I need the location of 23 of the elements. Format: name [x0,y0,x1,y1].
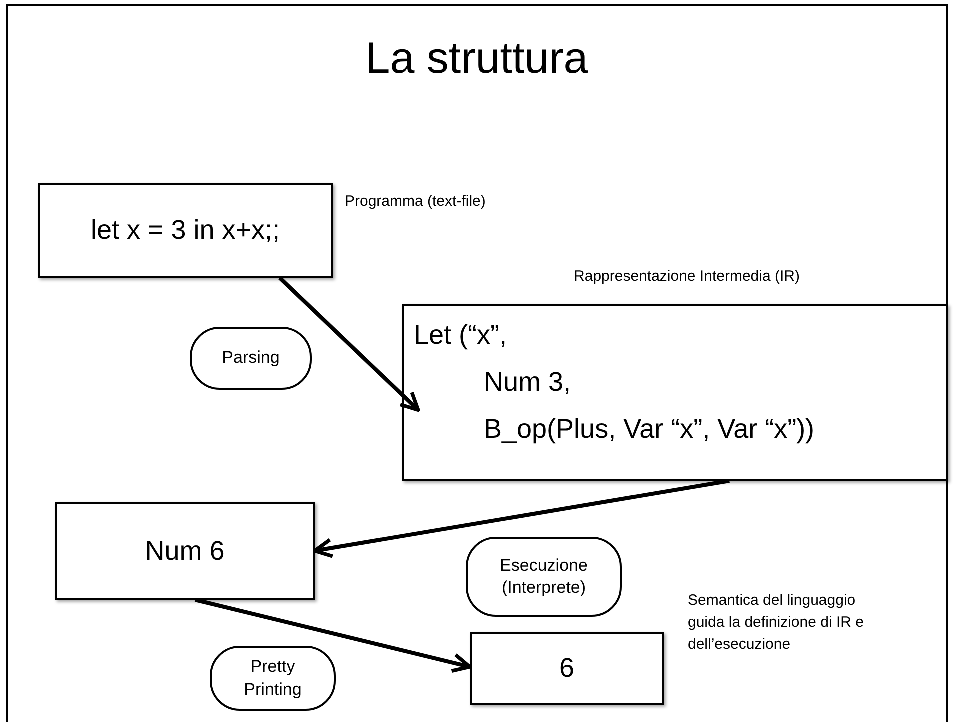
step-pill [210,646,336,711]
arrow [313,479,730,558]
ir-box [402,304,948,481]
node-caption: Programma (text-file) [345,193,487,210]
output-box [470,632,664,705]
step-label: Esecuzione (Interprete) [499,554,589,599]
code-line: Num 3, [484,367,572,398]
arrow [278,276,420,412]
node-caption: Rappresentazione Intermedia (IR) [573,268,801,285]
slide-title: La struttura [364,34,590,84]
step-label: Pretty Printing [243,656,303,700]
step-pill [466,537,622,617]
code-line: Let (“x”, [414,320,508,351]
step-pill [190,327,312,390]
node-text: Num 6 [145,536,225,566]
code-line: B_op(Plus, Var “x”, Var “x”)) [484,414,815,445]
note-text: Semantica del linguaggio guida la definizione di IR e dell’esecuzione [688,591,865,654]
result-box [55,502,315,600]
node-text: 6 [559,653,575,684]
node-text: let x = 3 in x+x;; [90,215,280,246]
arrow [194,598,472,674]
step-label: Parsing [221,347,281,370]
code-box [38,183,333,278]
